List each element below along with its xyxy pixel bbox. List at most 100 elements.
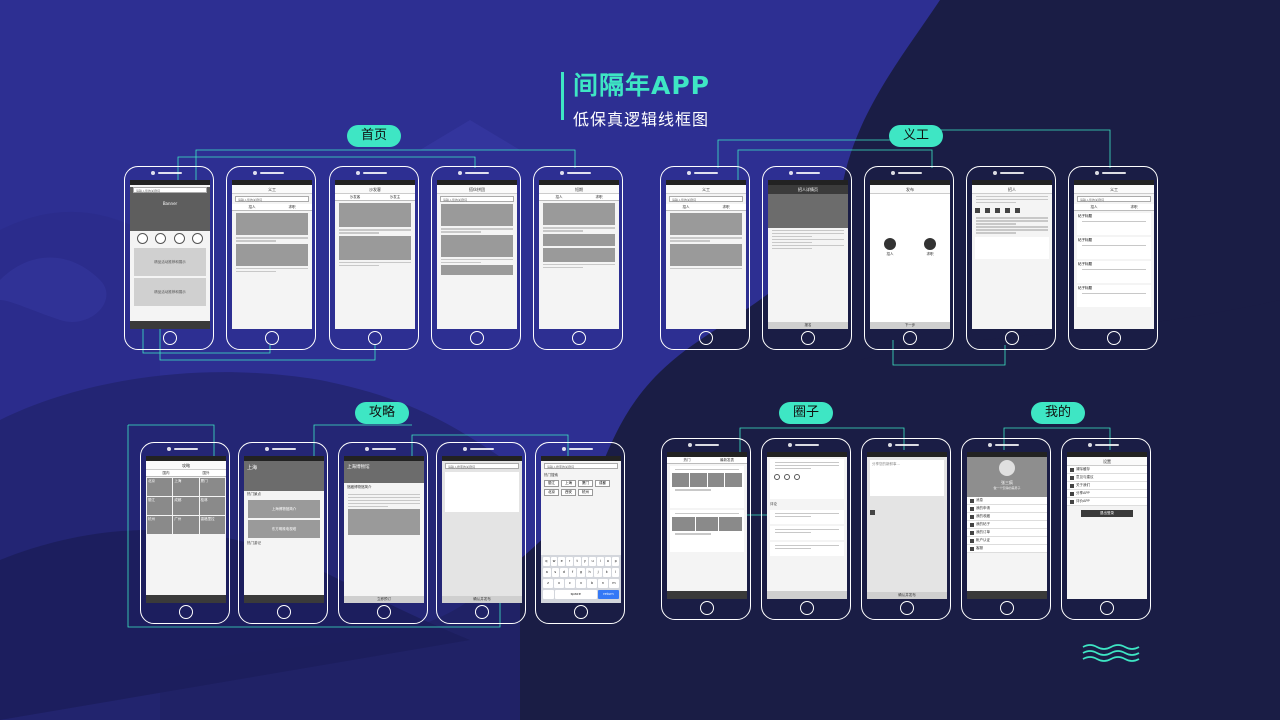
activity-image[interactable] <box>543 233 615 246</box>
tab-recruit[interactable]: 招人 <box>682 205 690 209</box>
post-textarea[interactable] <box>445 472 519 512</box>
key-v[interactable]: v <box>576 579 586 588</box>
promo-block[interactable]: 精品活动推荐和展示 <box>134 248 206 276</box>
search-input[interactable]: 请输入搜索的关键词 <box>544 463 618 469</box>
activity-image[interactable] <box>441 265 513 275</box>
tab-bar[interactable] <box>667 591 747 599</box>
logout-button[interactable]: 退出登录 <box>1081 510 1133 517</box>
hot-tag[interactable]: 厦门 <box>578 480 593 487</box>
settings-row[interactable]: 评价APP <box>1067 498 1147 506</box>
key-r[interactable]: r <box>566 557 573 566</box>
hot-tag[interactable]: 西安 <box>561 489 576 496</box>
menu-row[interactable]: 客服 <box>967 545 1047 553</box>
key-j[interactable]: j <box>594 568 602 577</box>
recruit-option-icon[interactable] <box>884 238 896 250</box>
category-icon[interactable] <box>192 233 204 244</box>
key-e[interactable]: e <box>558 557 566 566</box>
key-z[interactable]: z <box>543 579 553 588</box>
key-q[interactable]: q <box>543 557 550 566</box>
add-photo-icon[interactable] <box>870 510 875 515</box>
key-p[interactable]: p <box>612 557 620 566</box>
search-input[interactable]: 请输入您的关键词 <box>669 196 743 202</box>
hot-tag[interactable]: 成都 <box>595 480 610 487</box>
menu-row[interactable]: 我的帖子 <box>967 521 1047 529</box>
key-n[interactable]: n <box>598 579 608 588</box>
category-icon[interactable] <box>173 233 185 244</box>
key-l[interactable]: l <box>611 568 620 577</box>
key-g[interactable]: g <box>577 568 585 577</box>
search-input[interactable]: 请输入您的关键词 <box>133 187 207 193</box>
activity-image[interactable] <box>670 213 742 235</box>
description-textarea[interactable] <box>975 236 1049 259</box>
tab-guest[interactable]: 沙发客 <box>349 195 361 199</box>
tab-host[interactable]: 沙发主 <box>389 195 401 199</box>
key-i[interactable]: i <box>596 557 604 566</box>
key-a[interactable]: a <box>543 568 551 577</box>
menu-row[interactable]: 消息 <box>967 497 1047 505</box>
post-textarea[interactable]: 分享您的新鲜事... <box>870 460 944 496</box>
post-item[interactable]: 帖子标题 <box>1077 261 1151 283</box>
hot-tag[interactable]: 丽江 <box>544 480 559 487</box>
search-input[interactable]: 请输入您的关键词 <box>235 196 309 202</box>
post-item[interactable]: 帖子标题 <box>1077 213 1151 235</box>
key-y[interactable]: y <box>581 557 589 566</box>
activity-image[interactable] <box>543 203 615 225</box>
comment-bar[interactable] <box>767 591 847 599</box>
tab-latest[interactable]: 最新发表 <box>720 458 734 462</box>
key-w[interactable]: w <box>550 557 558 566</box>
city-tile[interactable]: 上海 <box>173 478 199 496</box>
post-item[interactable]: 帖子标题 <box>1077 237 1151 259</box>
menu-row[interactable]: 我的申请 <box>967 505 1047 513</box>
tab-abroad[interactable]: 国外 <box>202 471 210 475</box>
activity-image[interactable] <box>339 235 411 260</box>
category-icon[interactable] <box>136 233 148 244</box>
city-tile[interactable]: 广州 <box>173 516 199 534</box>
settings-row[interactable]: 关于我们 <box>1067 482 1147 490</box>
tab-recruit[interactable]: 招人 <box>248 205 256 209</box>
search-input[interactable]: 请输入您的关键词 <box>1077 196 1151 202</box>
feed-item[interactable] <box>670 510 744 552</box>
spot-card[interactable]: 东方明珠电视塔 <box>248 520 320 538</box>
tab-bar[interactable] <box>146 595 226 603</box>
publish-button[interactable]: 确认并发布 <box>867 592 947 599</box>
space-key[interactable]: space <box>554 590 597 599</box>
tab-recruit[interactable]: 招人 <box>555 195 563 199</box>
activity-image[interactable] <box>670 243 742 266</box>
avatar[interactable] <box>999 460 1015 476</box>
tab-apply[interactable]: 求职 <box>595 195 603 199</box>
key-d[interactable]: d <box>560 568 568 577</box>
return-key[interactable]: return <box>597 590 619 599</box>
search-input[interactable]: 请输入您的关键词 <box>440 196 514 202</box>
activity-image[interactable] <box>236 243 308 266</box>
menu-row[interactable]: 我的收藏 <box>967 513 1047 521</box>
key-s[interactable]: s <box>551 568 560 577</box>
activity-image[interactable] <box>441 234 513 257</box>
city-tile[interactable]: 杭州 <box>147 516 173 534</box>
city-tile[interactable]: 厦门 <box>199 478 225 496</box>
city-tile[interactable]: 成都 <box>173 497 199 515</box>
book-button[interactable]: 立即预订 <box>344 596 424 603</box>
tab-recruit[interactable]: 招人 <box>1090 205 1098 209</box>
activity-image[interactable] <box>441 204 513 226</box>
promo-block[interactable]: 精品活动推荐和展示 <box>134 278 206 306</box>
search-input[interactable]: 请输入搜索的关键词 <box>445 463 519 469</box>
tab-bar[interactable] <box>130 321 210 329</box>
apply-option-icon[interactable] <box>924 238 936 250</box>
city-tile[interactable]: 丽江 <box>147 497 173 515</box>
key-f[interactable]: f <box>568 568 577 577</box>
menu-row[interactable]: 我的订单 <box>967 529 1047 537</box>
key-m[interactable]: m <box>609 579 619 588</box>
settings-row[interactable]: 清除缓存 <box>1067 466 1147 474</box>
key-k[interactable]: k <box>602 568 611 577</box>
hot-tag[interactable]: 上海 <box>561 480 576 487</box>
key-o[interactable]: o <box>604 557 612 566</box>
feed-item[interactable] <box>670 466 744 508</box>
activity-image[interactable] <box>236 213 308 235</box>
city-tile[interactable]: 北京 <box>147 478 173 496</box>
key-b[interactable]: b <box>587 579 597 588</box>
tab-apply[interactable]: 求职 <box>288 205 296 209</box>
post-item[interactable]: 帖子标题 <box>1077 285 1151 307</box>
key-u[interactable]: u <box>589 557 596 566</box>
city-tile[interactable]: 桂林 <box>199 497 225 515</box>
next-button[interactable]: 下一步 <box>870 322 950 329</box>
